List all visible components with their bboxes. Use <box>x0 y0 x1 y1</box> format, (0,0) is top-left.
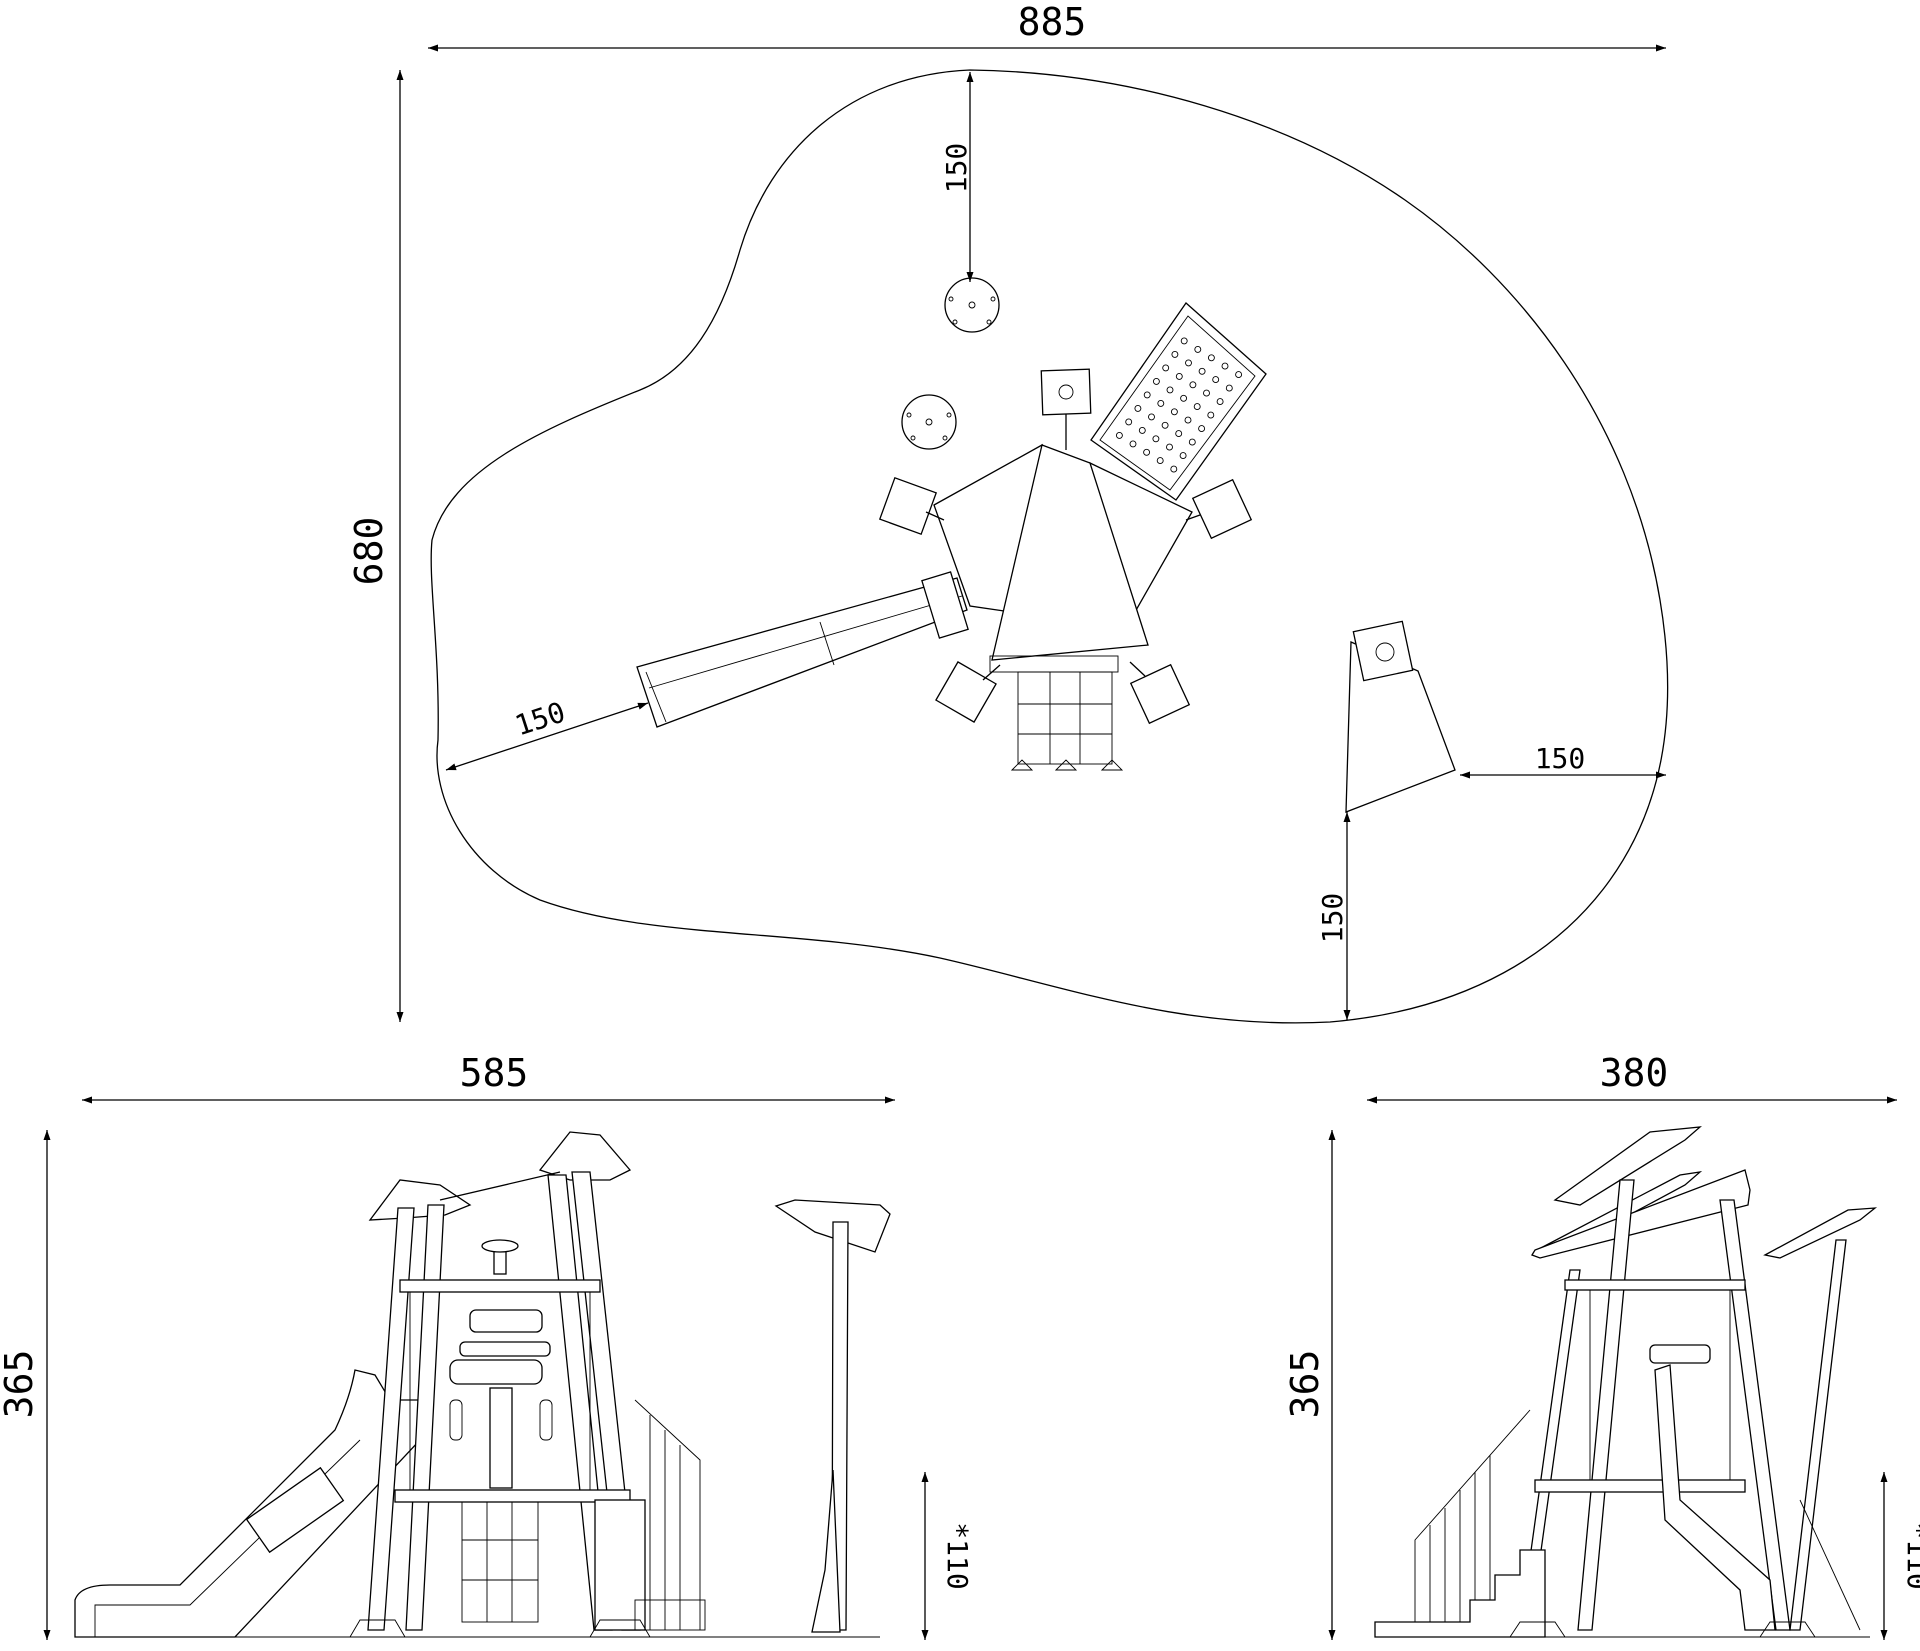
clearance-left-line <box>445 702 649 771</box>
tower-elevation <box>349 1131 706 1638</box>
front-width-label: 585 <box>460 1051 529 1095</box>
panel-hole <box>1129 440 1137 448</box>
panel-hole <box>1134 404 1142 412</box>
panel-hole <box>1161 421 1169 429</box>
panel-hole <box>1175 430 1183 438</box>
panel-hole <box>1157 399 1165 407</box>
clearance-bottom-label: 150 <box>1316 893 1349 944</box>
front-height-label: 365 <box>0 1350 41 1419</box>
panel-hole <box>1180 394 1188 402</box>
tower-side <box>1374 1126 1878 1638</box>
panel-hole <box>1221 362 1229 370</box>
panel-hole <box>1189 381 1197 389</box>
panel-hole <box>1166 386 1174 394</box>
panel-hole <box>1166 443 1173 451</box>
safety-zone-outline <box>430 69 1669 1024</box>
panel-hole <box>1216 398 1224 406</box>
slide-elevation <box>74 1369 421 1638</box>
panel-hole <box>1198 425 1206 433</box>
panel-hole <box>1203 389 1210 397</box>
side-height-label: 365 <box>1283 1350 1327 1419</box>
panel-hole <box>1235 371 1243 379</box>
panel-hole <box>1193 403 1201 411</box>
clearance-right-label: 150 <box>1535 742 1586 775</box>
side-width-label: 380 <box>1600 1051 1669 1095</box>
clearance-top-label: 150 <box>940 143 973 194</box>
front-fall-height-label: *110 <box>941 1522 974 1589</box>
panel-hole <box>1185 359 1192 367</box>
panel-hole <box>1162 364 1170 372</box>
slide-plan <box>636 571 969 728</box>
freestanding-post-elevation <box>774 1199 891 1638</box>
panel-hole <box>1138 426 1146 434</box>
plan-height-label: 680 <box>347 517 391 586</box>
panel-hole <box>1207 354 1215 362</box>
plan-width-label: 885 <box>1018 0 1087 44</box>
panel-hole <box>1184 416 1192 424</box>
stepping-disc-left <box>901 394 957 450</box>
panel-hole <box>1175 372 1183 380</box>
panel-hole <box>1171 350 1179 358</box>
panel-hole <box>1225 384 1233 392</box>
panel-hole <box>1143 391 1151 399</box>
panel-hole <box>1152 377 1160 385</box>
climbing-panel-plan <box>1090 302 1267 501</box>
plan-view: 885 680 150 150 150 150 <box>347 0 1669 1024</box>
stepping-disc-top <box>944 277 1000 333</box>
panel-hole <box>1179 452 1187 460</box>
clearance-left-label: 150 <box>511 695 569 742</box>
panel-hole <box>1170 408 1178 416</box>
panel-hole <box>1143 448 1151 456</box>
panel-hole <box>1188 438 1196 446</box>
panel-hole <box>1170 465 1178 473</box>
panel-hole <box>1207 411 1215 419</box>
panel-hole <box>1212 376 1220 384</box>
panel-hole <box>1156 457 1164 465</box>
panel-hole <box>1198 367 1206 375</box>
side-elevation: 380 365 *110 <box>1283 1051 1920 1640</box>
panel-hole <box>1194 345 1202 353</box>
panel-hole <box>1152 435 1160 443</box>
front-elevation: 585 365 *110 <box>0 1051 974 1640</box>
panel-hole <box>1115 431 1123 439</box>
panel-hole <box>1180 337 1188 345</box>
tower-plan <box>878 368 1253 771</box>
side-fall-height-label: *110 <box>1901 1522 1920 1589</box>
freestanding-panel-plan <box>1345 620 1456 813</box>
panel-hole <box>1125 418 1133 426</box>
panel-hole <box>1148 413 1155 421</box>
